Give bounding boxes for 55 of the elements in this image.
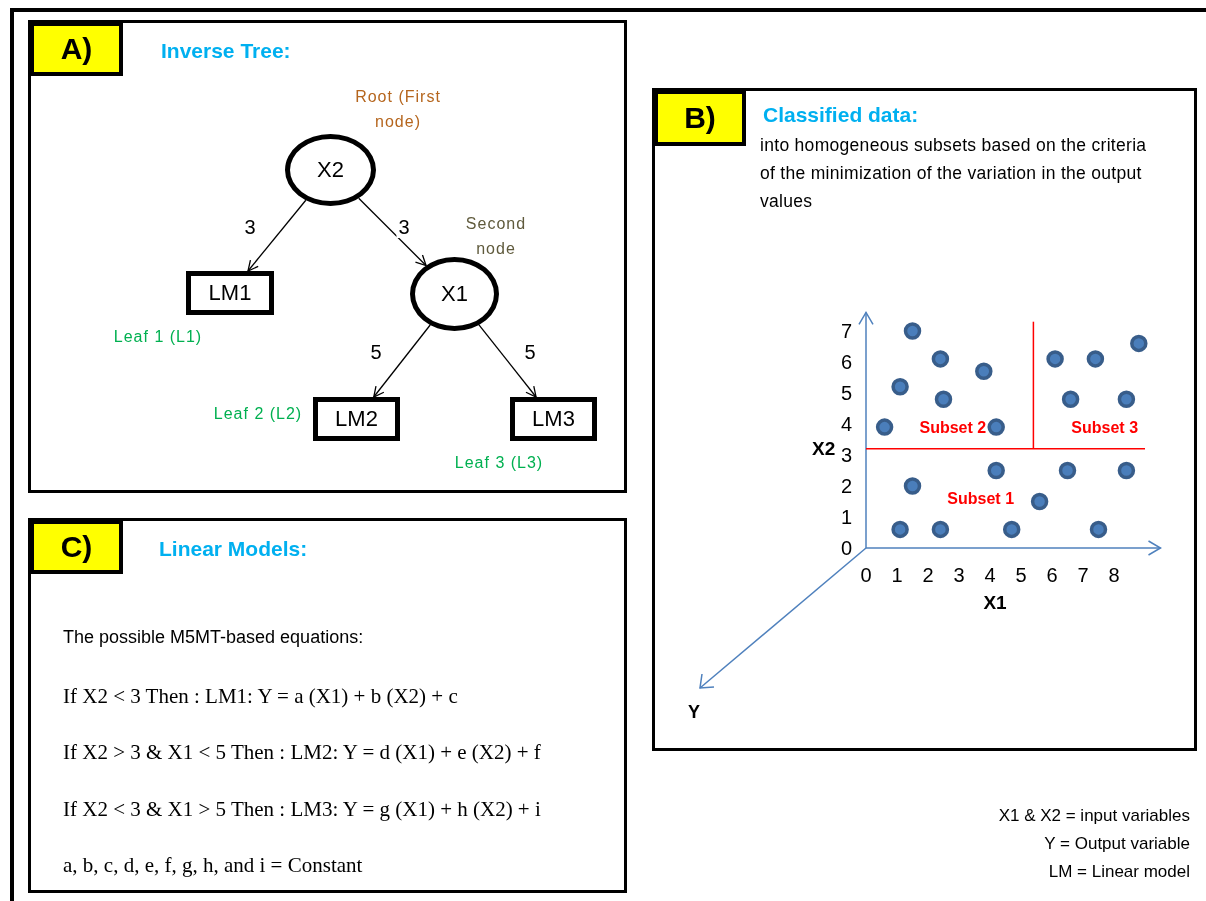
tick-label: 4 [840,413,852,435]
panel-tag: A) [30,22,123,76]
leaf-box: LM2 [313,397,400,441]
panel-title: Linear Models: [159,537,308,561]
tick-label: 2 [840,475,852,497]
panel-frame [652,88,1197,751]
equation-text: a, b, c, d, e, f, g, h, and i = Constant [63,853,363,878]
tick-label: 3 [953,564,965,586]
tick-label: 0 [840,537,852,559]
tick-label: 3 [840,444,852,466]
node-caption: Leaf 1 (L1) [112,327,204,347]
note-text: X1 & X2 = input variables [998,806,1190,826]
panel-frame [28,518,627,893]
tick-label: 1 [840,506,852,528]
panel-frame [28,20,627,493]
tick-label: 1 [891,564,903,586]
node-caption: Root (First node) [354,87,442,132]
arrow [247,199,307,272]
node-caption: Leaf 3 (L3) [453,453,545,473]
description-text: into homogeneous subsets based on the criteria of the minimization of the variation in the output values [760,134,1148,213]
tick-label: 6 [840,351,852,373]
tick-label: 7 [840,320,852,342]
axis-title: X2 [812,438,836,459]
equation-text: If X2 > 3 & X1 < 5 Then : LM2: Y = d (X1) + e (X2) + f [63,740,541,765]
note-text: Y = Output variable [1044,834,1190,854]
tick-label: 2 [922,564,934,586]
subset-label: Subset 2 [919,419,987,437]
arrow [373,324,431,398]
tick-label: 4 [984,564,996,586]
leaf-box: LM1 [186,271,274,315]
decision-node: X1 [410,257,499,331]
panel-title: Inverse Tree: [161,39,291,63]
decision-node: X2 [285,134,376,206]
node-caption: Leaf 2 (L2) [212,404,304,424]
axis-title: Y [688,702,700,723]
tick-label: 5 [1015,564,1027,586]
tick-label: 6 [1046,564,1058,586]
tick-label: 5 [840,382,852,404]
equation-text: If X2 < 3 & X1 > 5 Then : LM3: Y = g (X1) + h (X2) + i [63,796,541,822]
panel-title: Classified data: [763,103,919,127]
panel-tag: C) [30,520,123,574]
node-caption: Second node [464,214,528,259]
leaf-box: LM3 [510,397,597,441]
note-text: LM = Linear model [1048,862,1190,882]
intro-text: The possible M5MT-based equations: [63,627,364,648]
arrow [358,197,427,267]
subset-label: Subset 1 [947,490,1015,508]
tick-label: 7 [1077,564,1089,586]
panel-tag: B) [654,90,746,146]
axis-title: X1 [983,592,1007,613]
arrow [478,324,537,398]
subset-label: Subset 3 [1071,419,1139,437]
tick-label: 8 [1108,564,1120,586]
equation-text: If X2 < 3 Then : LM1: Y = a (X1) + b (X2) + c [63,683,458,709]
tick-label: 0 [860,564,872,586]
